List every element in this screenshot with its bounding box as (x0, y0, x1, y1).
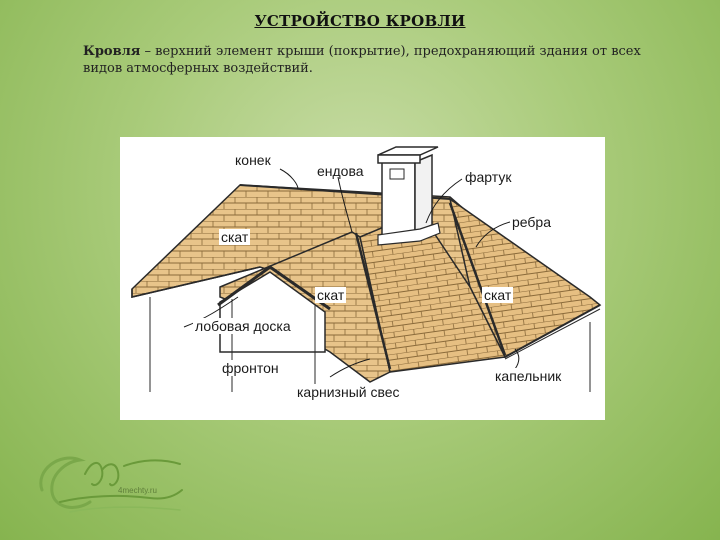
roof-diagram: конек ендова фартук ребра скат скат скат… (120, 137, 605, 420)
logo: 4mechty.ru (30, 440, 200, 520)
label-karniznyi-svez: карнизный свес (295, 384, 402, 400)
label-konek: конек (235, 152, 271, 168)
label-fronton: фронтон (220, 360, 281, 376)
slide-title: УСТРОЙСТВО КРОВЛИ (0, 12, 720, 30)
label-lobovaya-doska: лобовая доска (193, 318, 293, 334)
chimney-side (415, 155, 432, 232)
label-skat-left: скат (219, 229, 250, 245)
definition-term: Кровля (83, 44, 140, 59)
chimney-cap-front (378, 155, 420, 163)
chimney-cap (378, 147, 438, 155)
chimney-opening (390, 169, 404, 179)
definition-text: Кровля – верхний элемент крыши (покрытие… (83, 43, 683, 77)
label-kapelnik: капельник (493, 368, 563, 384)
logo-site: 4mechty.ru (118, 486, 157, 495)
logo-script (30, 440, 200, 520)
leader-konek (280, 169, 298, 189)
label-fartuk: фартук (465, 169, 511, 185)
label-skat-right: скат (482, 287, 513, 303)
label-skat-center: скат (315, 287, 346, 303)
label-rebra: ребра (512, 214, 551, 230)
definition-body: – верхний элемент крыши (покрытие), пред… (83, 44, 641, 76)
label-endova: ендова (317, 163, 364, 179)
